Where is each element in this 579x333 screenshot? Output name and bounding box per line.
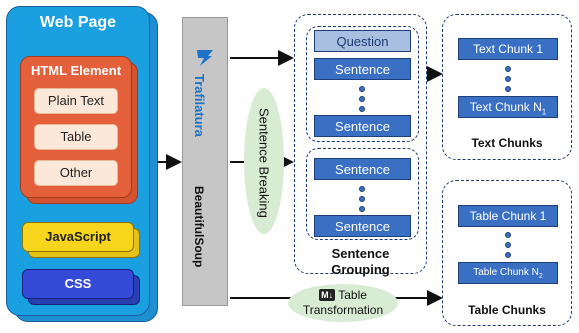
ellipsis-dot xyxy=(359,186,365,192)
text-chunk-last-subscript: 1 xyxy=(541,107,547,117)
beautifulsoup-label-wrap: BeautifulSoup xyxy=(192,186,216,286)
ellipsis-dot xyxy=(505,252,511,258)
table-chunk-last-subscript: 2 xyxy=(538,273,543,280)
text-chunk-first: Text Chunk 1 xyxy=(458,38,558,60)
ellipsis-dot xyxy=(505,76,511,82)
trafilatura-label-wrap: Trafilatura xyxy=(192,74,216,164)
html-element-title: HTML Element xyxy=(30,63,122,78)
sentence-breaking-wrap: Sentence Breaking xyxy=(248,98,280,228)
trafilatura-label: Trafilatura xyxy=(192,74,207,137)
text-chunk-last: Text Chunk N1 xyxy=(458,96,558,118)
sentence-box: Sentence xyxy=(314,58,411,80)
question-box: Question xyxy=(314,30,411,52)
sentence-grouping-label: Sentence Grouping xyxy=(294,246,427,278)
ellipsis-dot xyxy=(359,196,365,202)
sentence-box: Sentence xyxy=(314,115,411,137)
sentence-group-1 xyxy=(306,26,419,142)
javascript-box: JavaScript xyxy=(22,222,134,252)
other-item: Other xyxy=(34,160,118,186)
table-chunks-label: Table Chunks xyxy=(468,303,546,317)
table-chunk-last-label: Table Chunk N xyxy=(473,267,539,278)
beautifulsoup-label: BeautifulSoup xyxy=(192,186,206,268)
ellipsis-dot xyxy=(505,242,511,248)
text-chunks-label: Text Chunks xyxy=(471,136,543,150)
table-transformation-line2: Transformation xyxy=(302,303,384,317)
plain-text-item: Plain Text xyxy=(34,88,118,114)
text-chunk-last-label: Text Chunk N xyxy=(469,100,542,114)
table-transformation-line1: Table xyxy=(338,288,367,302)
ellipsis-dot xyxy=(505,86,511,92)
sentence-group-2 xyxy=(306,148,419,240)
ellipsis-dot xyxy=(359,206,365,212)
sentence-grouping-label-line1: Sentence xyxy=(331,246,390,261)
table-chunks-container xyxy=(442,180,572,326)
text-chunks-container xyxy=(442,14,572,160)
sentence-breaking-ellipse xyxy=(244,88,284,234)
ellipsis-dot xyxy=(505,232,511,238)
ellipsis-dot xyxy=(359,106,365,112)
css-box: CSS xyxy=(22,269,134,299)
ellipsis-dot xyxy=(359,96,365,102)
markdown-icon: M↓ xyxy=(319,289,336,301)
table-item: Table xyxy=(34,124,118,150)
table-chunk-first: Table Chunk 1 xyxy=(458,205,558,227)
trafilatura-logo-icon xyxy=(197,50,213,66)
table-transformation-ellipse xyxy=(288,284,398,322)
sentence-box: Sentence xyxy=(314,215,411,237)
table-transformation-label: M↓ Table Transformation xyxy=(288,288,398,318)
ellipsis-dot xyxy=(505,66,511,72)
ellipsis-dot xyxy=(359,86,365,92)
extraction-tools-column xyxy=(182,17,228,306)
sentence-breaking-label: Sentence Breaking xyxy=(256,108,272,218)
sentence-box: Sentence xyxy=(314,158,411,180)
web-page-title: Web Page xyxy=(39,14,117,31)
sentence-grouping-label-line2: Grouping xyxy=(331,262,390,277)
sentence-grouping-container xyxy=(294,14,427,274)
table-chunk-last: Table Chunk N2 xyxy=(458,262,558,284)
